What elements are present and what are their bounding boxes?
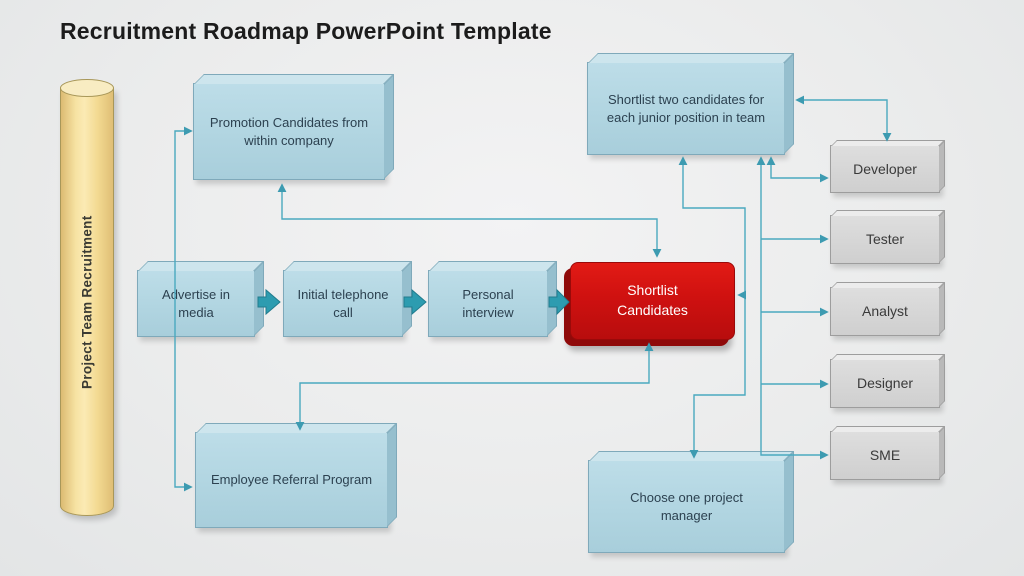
connector-shortlist2-developer xyxy=(795,95,892,142)
node-label: Promotion Candidates from within company xyxy=(209,114,369,148)
node-advertise-in-media: Advertise in media xyxy=(137,270,255,337)
cylinder-body xyxy=(60,88,114,516)
connector-trunk-roles xyxy=(756,156,829,460)
node-label: Shortlist Candidates xyxy=(617,282,688,318)
connector-promotion-shortlist xyxy=(277,183,662,258)
node-label: Shortlist two candidates for each junior… xyxy=(606,91,766,125)
node-choose-project-manager: Choose one project manager xyxy=(588,460,785,553)
red-box-face: Shortlist Candidates xyxy=(570,262,735,340)
connector-employee-shortlist xyxy=(295,342,654,431)
node-shortlist-two-candidates: Shortlist two candidates for each junior… xyxy=(587,62,785,155)
node-label: Personal interview xyxy=(462,286,514,320)
node-label: Choose one project manager xyxy=(630,489,743,523)
node-label: Employee Referral Program xyxy=(210,472,373,488)
node-initial-telephone-call: Initial telephone call xyxy=(283,270,403,337)
node-role-designer: Designer xyxy=(830,359,940,408)
cylinder-top-ellipse xyxy=(60,79,114,97)
node-label: Analyst xyxy=(862,303,908,320)
node-employee-referral-program: Employee Referral Program xyxy=(195,432,388,528)
node-label: SME xyxy=(869,447,901,464)
node-label: Designer xyxy=(856,375,914,392)
node-label: Developer xyxy=(853,160,917,177)
node-shortlist-candidates: Shortlist Candidates xyxy=(564,262,735,346)
node-label: Initial telephone call xyxy=(297,286,389,320)
node-promotion-candidates: Promotion Candidates from within company xyxy=(193,83,385,180)
recruitment-cylinder: Project Team Recruitment xyxy=(60,79,114,516)
node-role-tester: Tester xyxy=(830,215,940,264)
node-label: Tester xyxy=(865,231,905,248)
node-personal-interview: Personal interview xyxy=(428,270,548,337)
slide-title: Recruitment Roadmap PowerPoint Template xyxy=(60,18,552,44)
connector-branch-developer xyxy=(766,156,829,183)
node-role-sme: SME xyxy=(830,431,940,480)
node-role-developer: Developer xyxy=(830,145,940,193)
cylinder-label: Project Team Recruitment xyxy=(79,215,95,389)
node-role-analyst: Analyst xyxy=(830,287,940,336)
node-label: Advertise in media xyxy=(162,286,230,320)
